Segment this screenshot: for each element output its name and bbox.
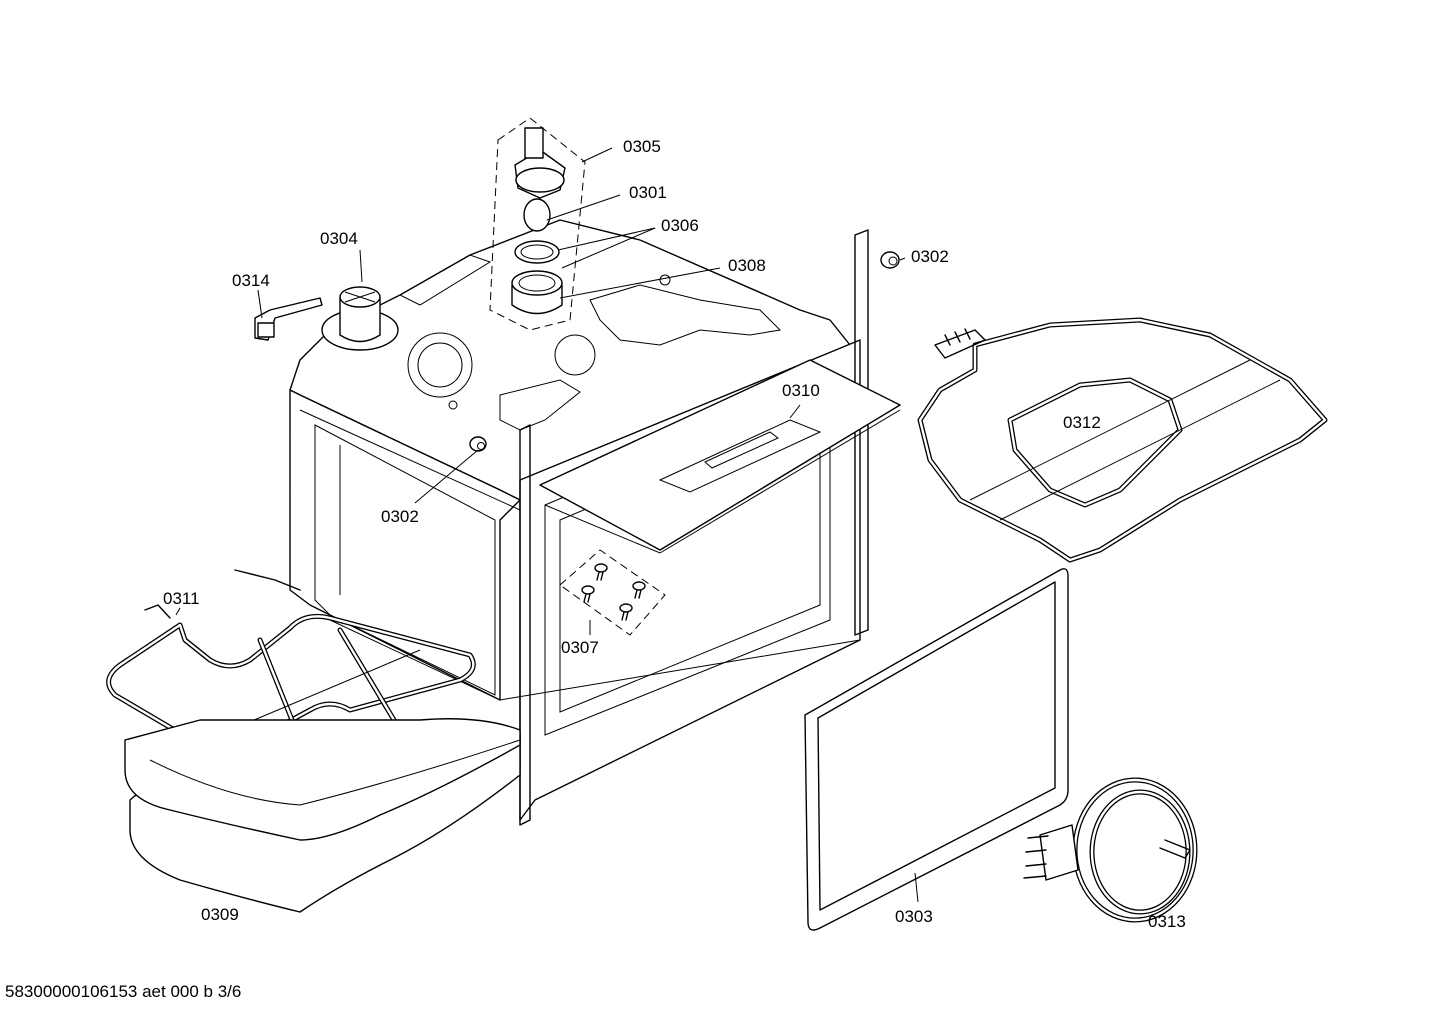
label-0302-top: 0302 — [911, 247, 949, 266]
part-0307-screws — [559, 549, 666, 636]
part-0305-lamp-group — [489, 117, 586, 331]
label-0305: 0305 — [623, 137, 661, 156]
label-0313: 0313 — [1148, 912, 1186, 931]
label-0308: 0308 — [728, 256, 766, 275]
label-0306: 0306 — [661, 216, 699, 235]
label-0312: 0312 — [1063, 413, 1101, 432]
leader-lines — [175, 147, 919, 903]
part-0304-vent — [321, 286, 399, 351]
label-0301: 0301 — [629, 183, 667, 202]
part-0314-bracket — [254, 297, 323, 341]
part-0302-knob-top — [880, 251, 900, 269]
part-0303-door-gasket — [804, 568, 1069, 931]
label-0304: 0304 — [320, 229, 358, 248]
part-0310-baffle — [539, 359, 901, 554]
label-0307: 0307 — [561, 638, 599, 657]
part-0313-ring-heater — [1023, 777, 1198, 923]
label-0309: 0309 — [201, 905, 239, 924]
label-0303: 0303 — [895, 907, 933, 926]
label-0311: 0311 — [163, 589, 200, 608]
label-0314: 0314 — [232, 271, 270, 290]
drawing-reference-footer: 58300000106153 aet 000 b 3/6 — [5, 982, 241, 1001]
part-labels: 0305 0301 0306 0308 0304 0314 0302 0302 … — [163, 137, 1186, 931]
part-0309-insulation — [124, 718, 521, 913]
label-0302-mid: 0302 — [381, 507, 419, 526]
label-0310: 0310 — [782, 381, 820, 400]
part-0302-knob-mid — [469, 436, 487, 452]
part-0312-grill-heater — [917, 317, 1328, 563]
